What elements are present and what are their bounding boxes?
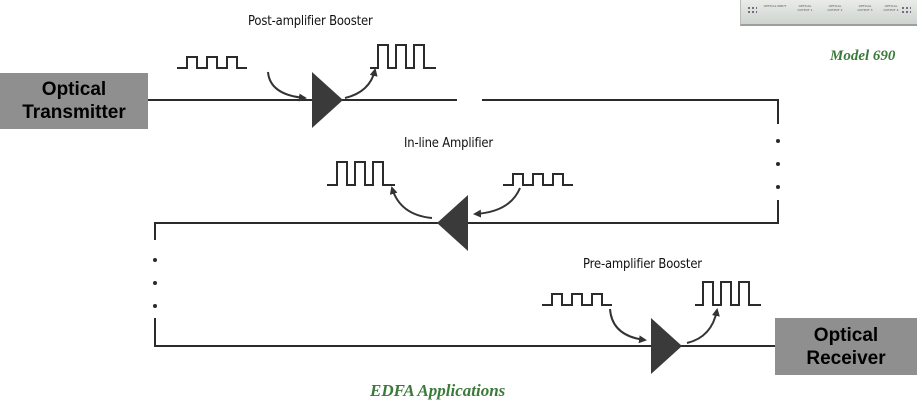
receiver-label-line1: Optical bbox=[813, 324, 879, 346]
continuation-dot bbox=[153, 304, 157, 308]
transmitter-label-line2: Transmitter bbox=[22, 102, 126, 123]
continuation-dot bbox=[776, 162, 780, 166]
optical-receiver-box: Optical Receiver bbox=[775, 318, 917, 375]
device-port-label: OPTICAL OUTPUT 1 bbox=[797, 4, 813, 12]
optical-transmitter-box: Optical Transmitter bbox=[0, 73, 148, 129]
signal-in-arrow bbox=[267, 71, 307, 102]
fiber-line-top-right bbox=[482, 99, 779, 124]
output-pulse-large bbox=[370, 44, 436, 69]
input-pulse-small bbox=[542, 293, 612, 306]
fiber-line-bottom bbox=[154, 318, 775, 347]
signal-in-arrow bbox=[609, 308, 647, 344]
continuation-dot bbox=[776, 139, 780, 143]
output-pulse-large bbox=[327, 161, 395, 186]
signal-out-arrow bbox=[686, 308, 720, 344]
pre-amplifier-triangle bbox=[651, 318, 682, 374]
signal-in-arrow bbox=[473, 187, 521, 218]
continuation-dot bbox=[776, 185, 780, 189]
post-amplifier-triangle bbox=[312, 72, 343, 128]
output-pulse-large bbox=[695, 281, 761, 306]
device-port-label: OPTICAL OUTPUT 4 bbox=[883, 4, 899, 12]
device-port-label: OPTICAL OUTPUT 3 bbox=[857, 4, 873, 12]
continuation-dot bbox=[153, 281, 157, 285]
signal-out-arrow bbox=[389, 186, 433, 219]
model-caption: Model 690 bbox=[830, 48, 896, 64]
input-pulse-small bbox=[503, 173, 573, 186]
diagram-caption: EDFA Applications bbox=[370, 381, 506, 400]
inline-amplifier-triangle bbox=[437, 195, 468, 251]
receiver-label-line2: Receiver bbox=[806, 347, 886, 369]
signal-out-arrow bbox=[344, 68, 378, 99]
transmitter-label-line1: Optical bbox=[41, 79, 107, 100]
device-port-label: OPTICAL INPUT bbox=[763, 4, 787, 8]
connector-dots bbox=[901, 6, 911, 14]
continuation-dot bbox=[153, 258, 157, 262]
input-pulse-small bbox=[177, 56, 247, 69]
post-amplifier-label: Post-amplifier Booster bbox=[248, 13, 373, 29]
pre-amplifier-label: Pre-amplifier Booster bbox=[583, 256, 702, 272]
device-port-label: OPTICAL OUTPUT 2 bbox=[827, 4, 843, 12]
connector-dots bbox=[747, 6, 757, 14]
inline-amplifier-label: In-line Amplifier bbox=[404, 135, 493, 151]
amplifier-device-image: OPTICAL INPUT OPTICAL OUTPUT 1 OPTICAL O… bbox=[740, 0, 917, 26]
